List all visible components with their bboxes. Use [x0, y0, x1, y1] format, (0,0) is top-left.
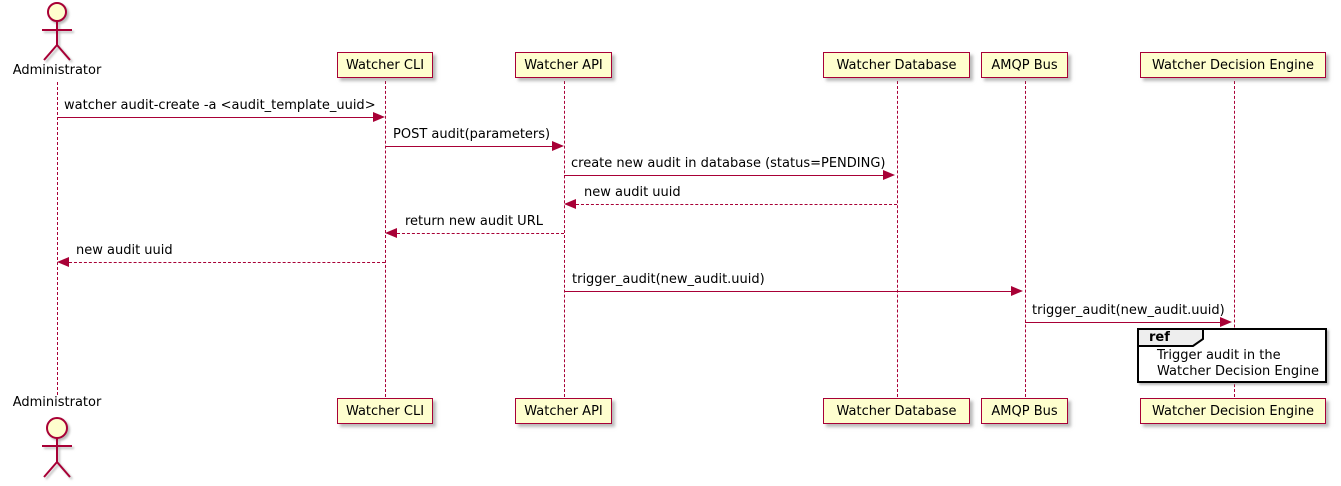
- participant-watcher-api-bottom: Watcher API: [515, 398, 612, 424]
- participant-watcher-database-bottom: Watcher Database: [823, 398, 970, 424]
- arrowhead-right-icon: [883, 170, 895, 180]
- ref-text-line: Trigger audit in the: [1157, 348, 1281, 363]
- ref-text-line: Watcher Decision Engine: [1157, 364, 1319, 379]
- arrow-line: [564, 175, 883, 176]
- administrator-actor-icon: [42, 417, 72, 478]
- lifeline-watcher-database: [897, 81, 898, 397]
- arrowhead-left-icon: [385, 228, 397, 238]
- ref-tab-icon: [1137, 328, 1204, 347]
- lifeline-administrator: [57, 82, 58, 395]
- actor-label-administrator-bottom: Administrator: [12, 395, 102, 410]
- arrow-line: [385, 146, 552, 147]
- participant-watcher-cli-top: Watcher CLI: [337, 52, 433, 78]
- message-label: trigger_audit(new_audit.uuid): [572, 272, 765, 287]
- participant-amqp-bus-bottom: AMQP Bus: [981, 398, 1068, 424]
- lifeline-watcher-cli: [385, 81, 386, 397]
- arrowhead-right-icon: [1011, 286, 1023, 296]
- arrowhead-right-icon: [1220, 317, 1232, 327]
- arrow-line: [564, 291, 1011, 292]
- arrow-line-dashed: [397, 233, 564, 234]
- message-label: create new audit in database (status=PEN…: [571, 156, 886, 171]
- message-label: return new audit URL: [405, 214, 543, 229]
- arrow-line: [57, 117, 373, 118]
- arrowhead-left-icon: [564, 199, 576, 209]
- message-label: new audit uuid: [76, 243, 173, 258]
- participant-watcher-decision-engine-bottom: Watcher Decision Engine: [1140, 398, 1326, 424]
- arrow-line-dashed: [576, 204, 897, 205]
- message-label: watcher audit-create -a <audit_template_…: [64, 98, 376, 113]
- arrowhead-right-icon: [373, 112, 385, 122]
- ref-fragment: ref Trigger audit in the Watcher Decisio…: [1137, 328, 1327, 383]
- lifeline-watcher-api: [564, 81, 565, 397]
- lifeline-amqp-bus: [1025, 81, 1026, 397]
- message-label: POST audit(parameters): [393, 127, 551, 142]
- lifeline-watcher-decision-engine: [1234, 81, 1235, 397]
- participant-watcher-decision-engine-top: Watcher Decision Engine: [1140, 52, 1326, 78]
- ref-keyword: ref: [1149, 330, 1170, 345]
- message-label: new audit uuid: [584, 185, 681, 200]
- participant-watcher-database-top: Watcher Database: [823, 52, 970, 78]
- arrowhead-right-icon: [552, 141, 564, 151]
- administrator-actor-icon: [42, 2, 72, 61]
- participant-watcher-cli-bottom: Watcher CLI: [337, 398, 433, 424]
- message-label: trigger_audit(new_audit.uuid): [1032, 303, 1225, 318]
- participant-watcher-api-top: Watcher API: [515, 52, 612, 78]
- arrow-line-dashed: [69, 262, 385, 263]
- actor-label-administrator-top: Administrator: [12, 63, 102, 78]
- participant-amqp-bus-top: AMQP Bus: [981, 52, 1068, 78]
- arrow-line: [1025, 322, 1220, 323]
- arrowhead-left-icon: [57, 257, 69, 267]
